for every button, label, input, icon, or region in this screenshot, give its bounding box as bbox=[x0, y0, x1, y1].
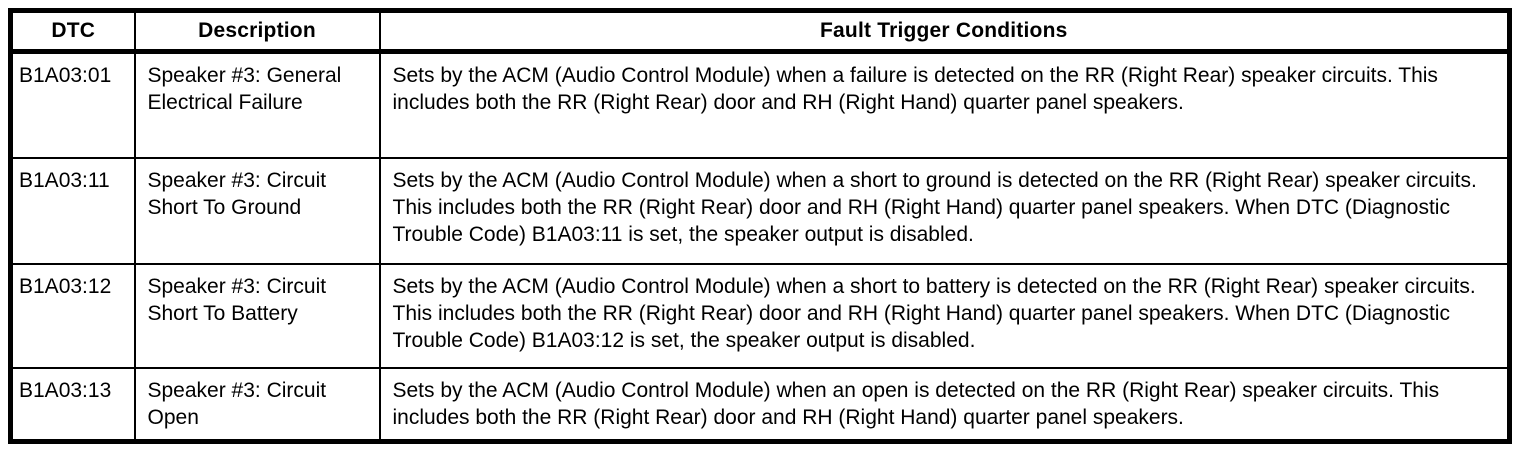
dtc-code-cell: B1A03:01 bbox=[9, 50, 136, 159]
table-row: B1A03:13 Speaker #3: Circuit Open Sets b… bbox=[9, 366, 1511, 442]
table-row: B1A03:12 Speaker #3: Circuit Short To Ba… bbox=[9, 262, 1511, 369]
description-cell: Speaker #3: Circuit Open bbox=[133, 366, 381, 442]
dtc-code-cell: B1A03:12 bbox=[9, 262, 136, 369]
description-cell: Speaker #3: Circuit Short To Ground bbox=[133, 156, 381, 265]
dtc-fault-table: DTC Description Fault Trigger Conditions… bbox=[8, 8, 1512, 444]
description-cell: Speaker #3: General Electrical Failure bbox=[133, 50, 381, 159]
description-cell: Speaker #3: Circuit Short To Battery bbox=[133, 262, 381, 369]
column-header-description: Description bbox=[133, 9, 381, 54]
table-row: B1A03:11 Speaker #3: Circuit Short To Gr… bbox=[9, 156, 1511, 265]
dtc-code-cell: B1A03:11 bbox=[9, 156, 136, 265]
fault-trigger-conditions-cell: Sets by the ACM (Audio Control Module) w… bbox=[378, 262, 1511, 369]
table-row: B1A03:01 Speaker #3: General Electrical … bbox=[9, 50, 1511, 159]
fault-trigger-conditions-cell: Sets by the ACM (Audio Control Module) w… bbox=[378, 50, 1511, 159]
column-header-fault-trigger-conditions: Fault Trigger Conditions bbox=[378, 9, 1511, 54]
fault-trigger-conditions-cell: Sets by the ACM (Audio Control Module) w… bbox=[378, 156, 1511, 265]
fault-trigger-conditions-cell: Sets by the ACM (Audio Control Module) w… bbox=[378, 366, 1511, 442]
table-header-row: DTC Description Fault Trigger Conditions bbox=[9, 9, 1511, 54]
dtc-code-cell: B1A03:13 bbox=[9, 366, 136, 442]
column-header-dtc: DTC bbox=[9, 9, 136, 54]
